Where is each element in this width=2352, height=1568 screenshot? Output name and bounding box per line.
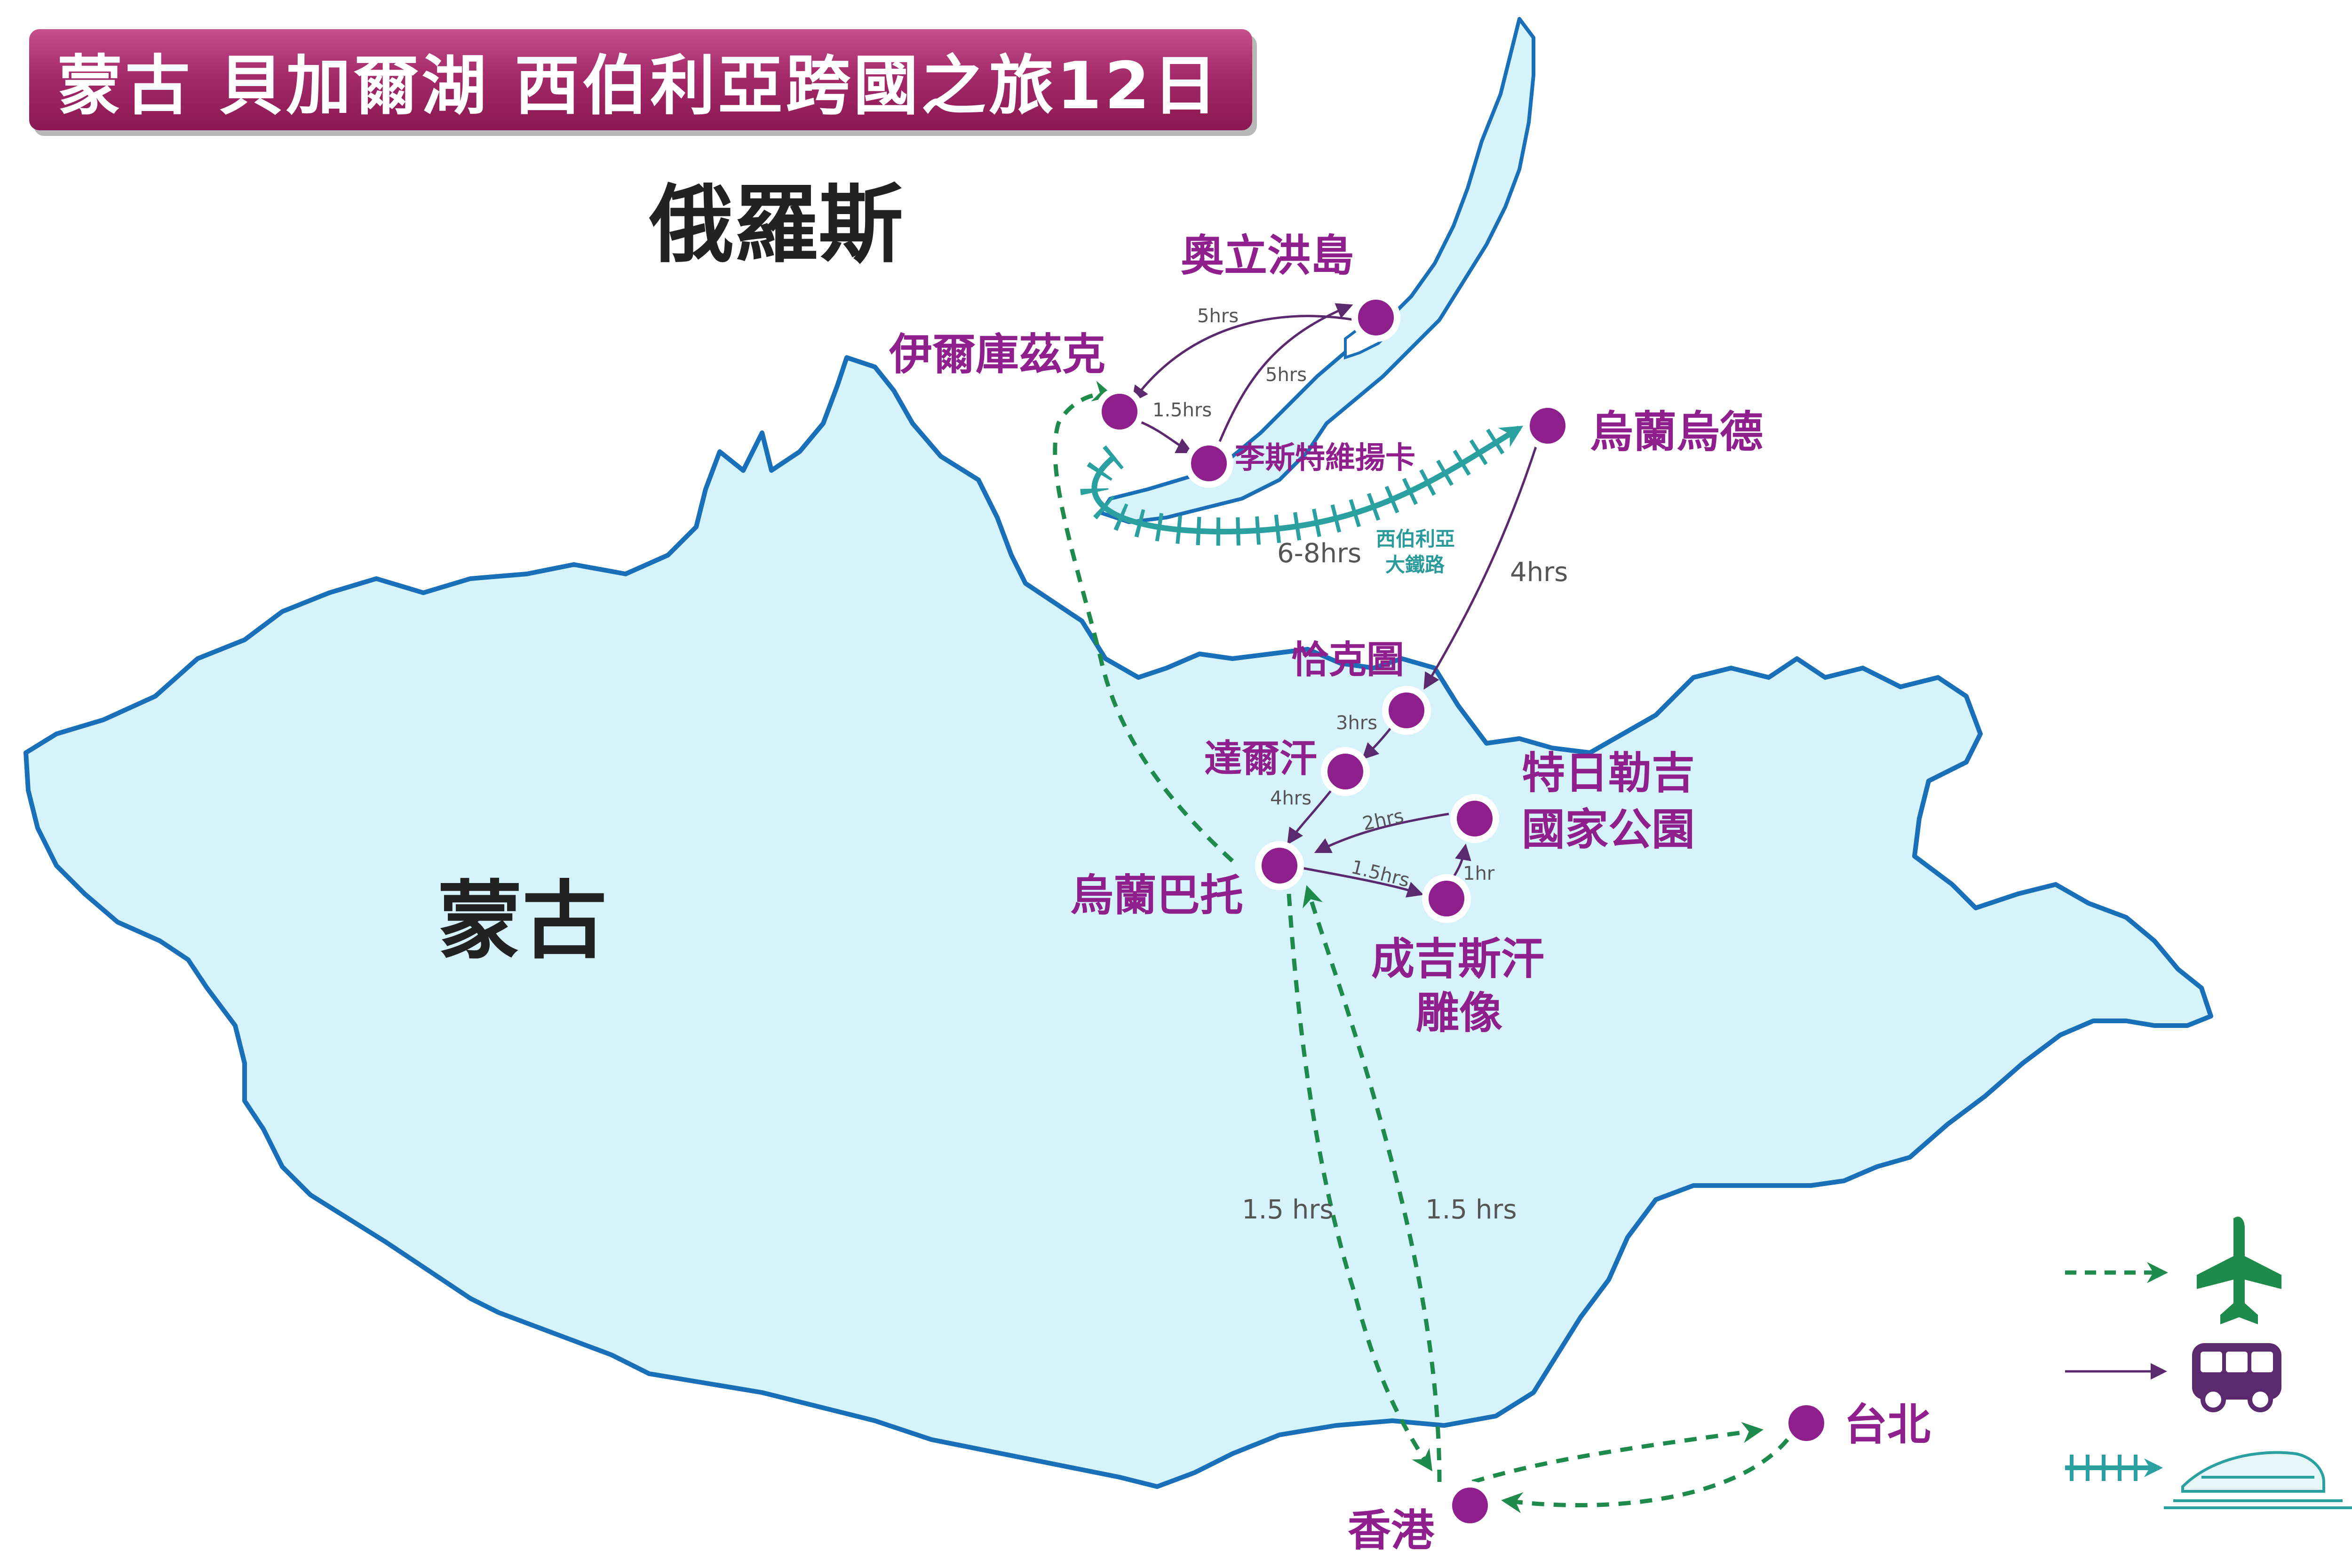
country-label-mongolia: 蒙古 xyxy=(437,872,607,971)
city-labels: 奧立洪島 伊爾庫茲克 李斯特維揚卡 烏蘭烏德 恰克圖 達爾汗 特日勒吉 國家公園… xyxy=(889,231,1931,1556)
bus-route-terelj-ub xyxy=(1314,812,1449,853)
city-label-olkhon: 奧立洪島 xyxy=(1181,231,1354,281)
bus-route-darkhan-ub xyxy=(1287,789,1332,845)
bus-route-ub-chinggis xyxy=(1288,864,1424,898)
country-label-russia: 俄羅斯 xyxy=(649,176,903,274)
city-marker-irkutsk[interactable] xyxy=(1095,387,1144,436)
bus-route-olkhon-irkutsk xyxy=(1131,315,1355,403)
time-label-chg-ter: 1hr xyxy=(1463,863,1495,884)
city-label-chinggis-line2: 雕像 xyxy=(1416,988,1502,1038)
city-label-terelj-line2: 國家公園 xyxy=(1522,804,1695,855)
flight-route-ub-irkutsk xyxy=(1053,381,1234,863)
city-marker-taipei[interactable] xyxy=(1782,1399,1831,1448)
city-label-chinggis-line1: 成吉斯汗 xyxy=(1371,934,1544,984)
bus-route-ulanude-kyakhta xyxy=(1423,439,1540,690)
city-marker-olkhon[interactable] xyxy=(1351,293,1400,342)
airplane-icon xyxy=(2197,1217,2281,1324)
city-label-ulanude: 烏蘭烏德 xyxy=(1590,407,1763,457)
city-label-hongkong: 香港 xyxy=(1348,1505,1435,1556)
train-icon xyxy=(2164,1451,2352,1509)
rail-route xyxy=(1080,423,1524,546)
time-label-rail: 6-8hrs xyxy=(1277,538,1361,569)
time-label-dar-ub: 4hrs xyxy=(1270,788,1311,809)
flight-route-ub-hongkong xyxy=(1287,893,1432,1472)
bus-route-listvyanka-olkhon xyxy=(1212,303,1353,457)
legend-rail xyxy=(2065,1451,2352,1509)
flight-routes xyxy=(1053,381,1789,1513)
legend-bus xyxy=(2065,1343,2281,1412)
rail-name-line1: 西伯利亞 xyxy=(1376,527,1455,550)
time-label-irk-olk: 5hrs xyxy=(1197,305,1239,327)
city-marker-listvyanka[interactable] xyxy=(1184,439,1233,488)
city-label-terelj-line1: 特日勒吉 xyxy=(1522,748,1695,798)
city-label-taipei: 台北 xyxy=(1844,1400,1931,1450)
city-marker-chinggis[interactable] xyxy=(1422,874,1471,923)
bus-icon xyxy=(2192,1343,2281,1412)
city-marker-kyakhta[interactable] xyxy=(1382,686,1431,735)
time-label-ude-kya: 4hrs xyxy=(1510,557,1568,588)
city-marker-hongkong[interactable] xyxy=(1446,1481,1494,1530)
city-label-irkutsk: 伊爾庫茲克 xyxy=(889,329,1105,380)
legend xyxy=(2065,1217,2352,1509)
time-label-irk-lis: 1.5hrs xyxy=(1152,399,1212,421)
bus-route-irkutsk-listvyanka xyxy=(1138,420,1193,454)
city-label-listvyanka: 李斯特維揚卡 xyxy=(1235,441,1415,476)
time-label-kya-dar: 3hrs xyxy=(1336,712,1377,734)
flight-route-hongkong-taipei xyxy=(1471,1422,1764,1484)
rail-name-label: 西伯利亞 大鐵路 xyxy=(1376,527,1455,576)
city-label-darkhan: 達爾汗 xyxy=(1204,737,1317,780)
city-marker-ulaanbaatar[interactable] xyxy=(1255,841,1304,890)
rail-name-line2: 大鐵路 xyxy=(1385,553,1445,576)
flight-route-taipei-hongkong xyxy=(1501,1438,1789,1513)
legend-flight xyxy=(2065,1217,2281,1324)
city-marker-darkhan[interactable] xyxy=(1321,747,1370,796)
city-marker-terelj[interactable] xyxy=(1450,794,1499,843)
city-label-kyakhta: 恰克圖 xyxy=(1291,638,1404,682)
time-label-lis-olk: 5hrs xyxy=(1265,364,1307,386)
title-banner: 蒙古 貝加爾湖 西伯利亞跨國之旅12日 xyxy=(29,29,1252,130)
map-title: 蒙古 貝加爾湖 西伯利亞跨國之旅12日 xyxy=(57,48,1221,124)
time-label-hk-ub-left: 1.5 hrs xyxy=(1242,1194,1334,1225)
city-label-ulaanbaatar: 烏蘭巴托 xyxy=(1070,870,1243,921)
time-label-ub-hk-right: 1.5 hrs xyxy=(1425,1194,1517,1225)
city-marker-ulanude[interactable] xyxy=(1523,401,1572,450)
city-markers xyxy=(1095,293,1831,1530)
mongolia-territory xyxy=(24,355,2213,1489)
